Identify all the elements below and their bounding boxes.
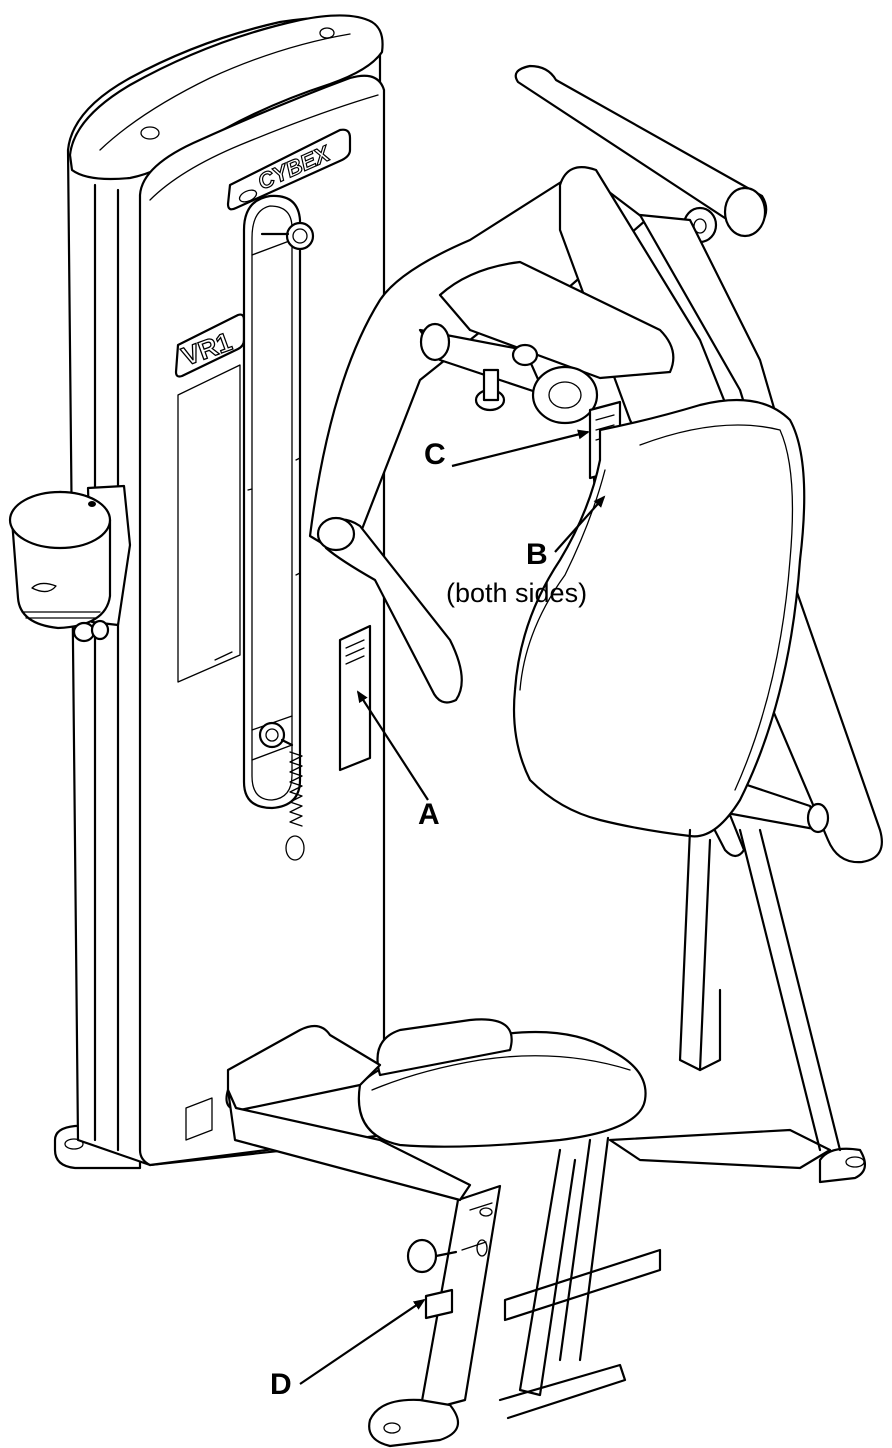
callout-c-letter: C (424, 438, 446, 471)
callout-c-leader (451, 429, 590, 468)
callout-b-letter: B (526, 538, 548, 571)
callout-b-leader (554, 495, 606, 553)
callout-a-leader (356, 690, 429, 801)
callout-d-leader (299, 1298, 426, 1385)
callout-b-note: (both sides) (446, 578, 588, 608)
callout-leaders (299, 429, 606, 1385)
callout-d-letter: D (270, 1368, 292, 1401)
press-frame (225, 64, 883, 1448)
callout-a-letter: A (418, 798, 440, 831)
bottle-holder (8, 484, 132, 643)
weight-stack-tower: CYBEX VR1 (53, 14, 386, 1170)
